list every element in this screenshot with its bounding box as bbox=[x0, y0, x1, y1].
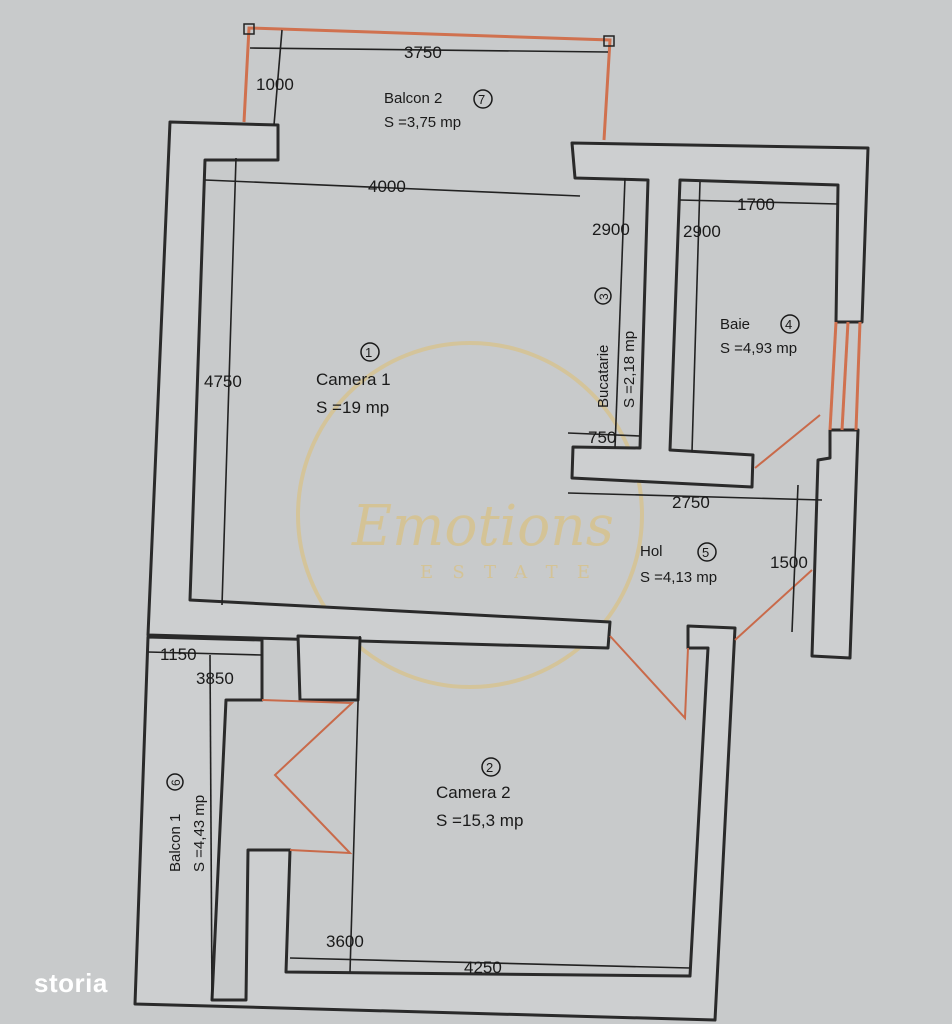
room-area: S =4,13 mp bbox=[640, 569, 717, 586]
room-number: 3 bbox=[597, 293, 611, 300]
room-name: Baie bbox=[720, 316, 750, 333]
dim-camera2-depth: 3600 bbox=[326, 932, 364, 951]
dim-camera2-width: 4250 bbox=[464, 958, 502, 977]
dim-hol-depth: 1500 bbox=[770, 553, 808, 572]
room-number: 5 bbox=[702, 545, 709, 560]
dimension-labels: 3750 1000 4000 4750 2900 750 2900 1700 2… bbox=[160, 43, 808, 977]
dim-baie-depth: 2900 bbox=[683, 222, 721, 241]
dim-balcon1-depth: 3850 bbox=[196, 669, 234, 688]
watermark-script: Emotions bbox=[351, 494, 614, 559]
storia-logo: storia bbox=[34, 968, 108, 998]
room-area: S =4,93 mp bbox=[720, 340, 797, 357]
baie-window bbox=[828, 321, 862, 431]
room-area: S =19 mp bbox=[316, 398, 389, 417]
room-baie: Baie 4 S =4,93 mp bbox=[720, 314, 800, 357]
room-number: 6 bbox=[169, 779, 183, 786]
room-number: 7 bbox=[478, 92, 485, 107]
dim-balcon2-width: 3750 bbox=[404, 43, 442, 62]
dim-hol-width: 2750 bbox=[672, 493, 710, 512]
room-name: Camera 2 bbox=[436, 783, 511, 802]
room-camera2: 2 Camera 2 S =15,3 mp bbox=[436, 757, 523, 830]
room-name: Bucatarie bbox=[595, 345, 612, 408]
room-area: S =15,3 mp bbox=[436, 811, 523, 830]
balcon2-railing bbox=[242, 26, 612, 141]
room-number: 2 bbox=[486, 760, 493, 775]
room-bucatarie: Bucatarie 3 S =2,18 mp bbox=[594, 287, 638, 408]
room-name: Hol bbox=[640, 543, 663, 560]
dim-camera1-depth: 4750 bbox=[204, 372, 242, 391]
dim-balcon2-depth: 1000 bbox=[256, 75, 294, 94]
dim-camera1-width: 4000 bbox=[368, 177, 406, 196]
dim-baie-width: 1700 bbox=[737, 195, 775, 214]
doors bbox=[261, 414, 821, 855]
room-name: Balcon 2 bbox=[384, 90, 442, 107]
dimension-lines bbox=[147, 29, 839, 1001]
room-number: 1 bbox=[365, 345, 372, 360]
room-area: S =2,18 mp bbox=[621, 331, 638, 408]
watermark-sub: ESTATE bbox=[420, 562, 590, 583]
room-number: 4 bbox=[785, 317, 792, 332]
room-balcon1: Balcon 1 6 S =4,43 mp bbox=[166, 773, 208, 872]
room-area: S =4,43 mp bbox=[191, 795, 208, 872]
room-area: S =3,75 mp bbox=[384, 114, 461, 131]
walls bbox=[133, 120, 870, 1022]
room-camera1: 1 Camera 1 S =19 mp bbox=[316, 342, 391, 417]
dim-bucatarie-depth: 2900 bbox=[592, 220, 630, 239]
room-name: Camera 1 bbox=[316, 370, 391, 389]
room-hol: Hol 5 S =4,13 mp bbox=[640, 542, 717, 586]
dim-balcon1-width: 1150 bbox=[160, 645, 197, 664]
room-name: Balcon 1 bbox=[167, 814, 184, 872]
dim-bucatarie-width: 750 bbox=[588, 428, 616, 447]
room-balcon2: Balcon 2 7 S =3,75 mp bbox=[384, 89, 493, 131]
